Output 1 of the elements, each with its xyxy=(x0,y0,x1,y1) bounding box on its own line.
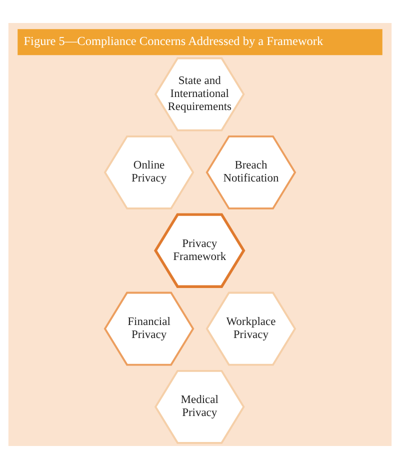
diagram-title: Figure 5—Compliance Concerns Addressed by a Framework xyxy=(24,34,324,48)
